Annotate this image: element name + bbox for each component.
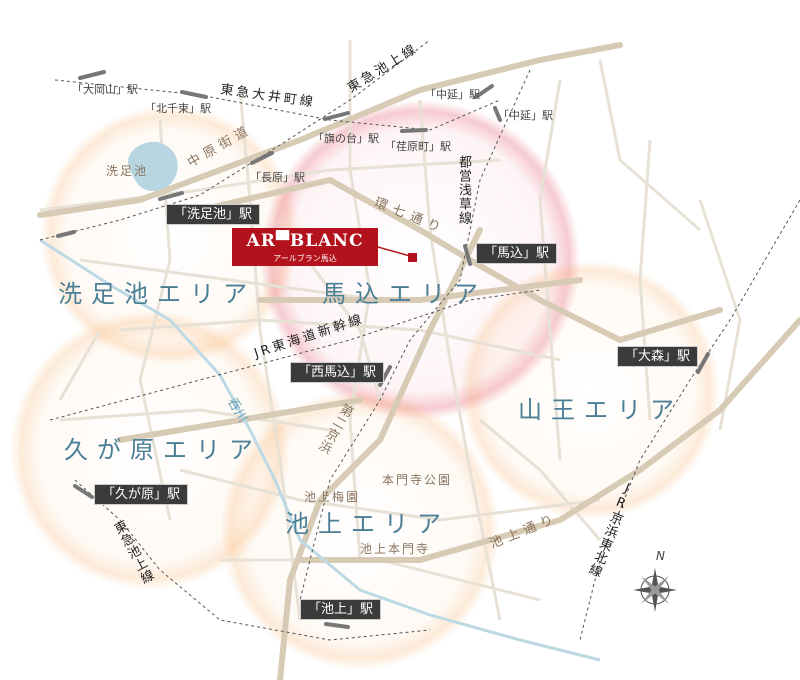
- oimachi-line: [54, 79, 501, 131]
- nomi-river: [39, 238, 601, 662]
- area-magome: 馬込エリア: [322, 280, 487, 308]
- rail-lines: [39, 39, 800, 641]
- compass-north-label: N: [656, 549, 665, 563]
- brand-sub: アールブラン馬込: [273, 254, 337, 263]
- station-senzokuike: 「洗足池」駅: [166, 204, 261, 225]
- station-nagahara: 「長原」駅: [250, 171, 305, 184]
- ikegami-dori: [297, 317, 800, 563]
- area-ikegami: 池上エリア: [285, 510, 450, 538]
- area-circle-senzokuike: [40, 105, 300, 365]
- compass-icon: [633, 568, 677, 612]
- minor-arterial-2: [257, 277, 583, 303]
- jr-keihin-line: [579, 199, 800, 641]
- ikegami-line-top: [39, 39, 431, 241]
- pointer-line: [377, 246, 411, 257]
- minor-roads: [39, 40, 742, 621]
- toei-asakusa-line: [299, 69, 531, 601]
- line-toei-asakusa: 都営浅草線: [456, 155, 471, 225]
- place-senzokuike-pond: 洗足池: [106, 164, 149, 178]
- brand-name: AR▀BLANC: [246, 231, 364, 251]
- dai2-keihin: [277, 227, 483, 680]
- place-honmonji-park: 本門寺公園: [382, 473, 453, 487]
- place-ikegami-baien: 池上梅園: [304, 490, 361, 504]
- area-sanno: 山王エリア: [518, 396, 683, 424]
- nakahara-kaido: [37, 42, 623, 218]
- area-senzokuike: 洗足池エリア: [58, 280, 256, 308]
- place-ikegami-honmonji: 池上本門寺: [360, 542, 431, 556]
- location-pin-icon: [408, 253, 417, 262]
- major-roads: [37, 42, 800, 680]
- area-kugahara: 久が原エリア: [64, 436, 262, 464]
- station-nishimagome: 「西馬込」駅: [290, 362, 385, 383]
- minor-arterial-1: [117, 397, 363, 443]
- ikegami-line-bottom: [74, 479, 431, 641]
- station-omori: 「大森」駅: [617, 346, 699, 367]
- senzoku-pond: [128, 141, 178, 191]
- brand-logo: AR▀BLANC アールブラン馬込: [232, 228, 378, 266]
- station-kitasenzoku: 「北千束」駅: [145, 102, 211, 115]
- station-magome: 「馬込」駅: [476, 243, 558, 264]
- station-nakanobu-2: 「中延」駅: [498, 109, 553, 122]
- station-kugahara: 「久が原」駅: [94, 484, 189, 505]
- jr-tokaido-line: [49, 289, 541, 421]
- area-circle-sanno: [460, 260, 720, 520]
- station-ookayama: 「大岡山」駅: [72, 83, 138, 96]
- station-hatanodai: 「旗の台」駅: [313, 132, 379, 145]
- station-ikegami: 「池上」駅: [300, 599, 382, 620]
- station-nakanobu-1: 「中延」駅: [425, 88, 480, 101]
- station-platforms: [56, 70, 710, 629]
- station-ebaramachi: 「荏原町」駅: [385, 140, 451, 153]
- area-circle-kugahara: [10, 310, 290, 590]
